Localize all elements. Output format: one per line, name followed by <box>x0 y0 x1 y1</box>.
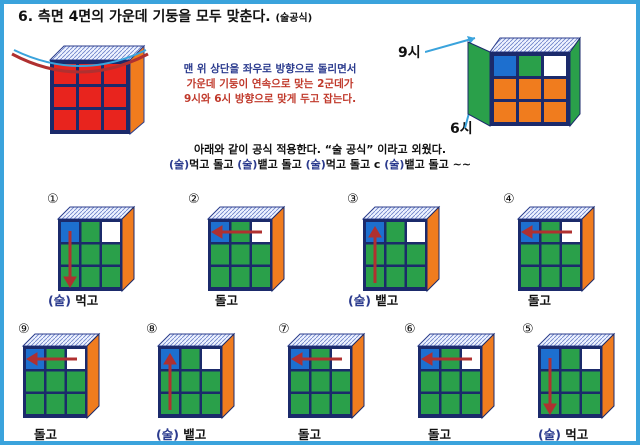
step-number-5: ⑨ <box>18 322 30 337</box>
description: 맨 위 상단을 좌우로 방향으로 돌리면서 가운데 기둥이 연속으로 맞는 2군… <box>150 62 390 107</box>
step-label-9: (술) 먹고 <box>538 424 588 443</box>
sul-icon: (술) <box>384 158 405 171</box>
step-action-text: 먹고 <box>565 427 589 442</box>
step-action-text: 뱉고 <box>375 293 399 308</box>
formula-text: 아래와 같이 공식 적용한다. “술 공식” 이라고 외웠다. (술)먹고 돌고… <box>60 142 580 172</box>
formula-line-1: 아래와 같이 공식 적용한다. “술 공식” 이라고 외웠다. <box>193 143 447 156</box>
intro-cube-red <box>11 44 149 136</box>
step-number-7: ⑦ <box>278 322 290 337</box>
step-cube-1 <box>56 205 136 293</box>
step-label-7: 돌고 <box>298 424 321 443</box>
intro-cube-oriented <box>467 36 581 128</box>
sul-icon: (술) <box>538 427 566 442</box>
step-action-text: 돌고 <box>428 427 452 442</box>
step-action-text: 돌고 <box>298 427 322 442</box>
step-cube-8 <box>416 332 496 420</box>
step-number-4: ④ <box>503 192 515 207</box>
step-number-9: ⑤ <box>522 322 534 337</box>
step-cube-6 <box>156 332 236 420</box>
step-cube-9 <box>536 332 616 420</box>
step-number-6: ⑧ <box>146 322 158 337</box>
step-number-1: ① <box>47 192 59 207</box>
sul-icon: (술) <box>48 293 76 308</box>
sul-icon: (술) <box>156 427 184 442</box>
step-action-text: 뱉고 <box>183 427 207 442</box>
six-oclock-label: 6시 <box>450 121 473 137</box>
title-subtitle: (술공식) <box>275 13 313 24</box>
step-action-text: 돌고 <box>528 293 552 308</box>
description-line-1: 맨 위 상단을 좌우로 방향으로 돌리면서 <box>183 63 357 75</box>
step-number-8: ⑥ <box>404 322 416 337</box>
step-label-5: 돌고 <box>34 424 57 443</box>
step-label-6: (술) 뱉고 <box>156 424 206 443</box>
description-line-3: 9시와 6시 방향으로 맞게 두고 잡는다. <box>183 93 357 105</box>
page-title: 6. 측면 4면의 가운데 기둥을 모두 맞춘다. (술공식) <box>18 9 313 25</box>
sul-icon: (술) <box>348 293 376 308</box>
step-cube-4 <box>516 205 596 293</box>
nine-oclock-label: 9시 <box>398 45 421 61</box>
step-label-2: 돌고 <box>215 290 238 309</box>
step-label-3: (술) 뱉고 <box>348 290 398 309</box>
step-number-3: ③ <box>347 192 359 207</box>
step-cube-7 <box>286 332 366 420</box>
sul-icon: (술) <box>305 158 326 171</box>
step-label-8: 돌고 <box>428 424 451 443</box>
step-cube-3 <box>361 205 441 293</box>
step-number-2: ② <box>188 192 200 207</box>
formula-line-2: (술)먹고 돌고 (술)뱉고 돌고 (술)먹고 돌고 c (술)뱉고 돌고 ~~ <box>168 158 472 171</box>
step-action-text: 먹고 <box>75 293 99 308</box>
step-label-1: (술) 먹고 <box>48 290 98 309</box>
step-label-4: 돌고 <box>528 290 551 309</box>
description-line-2: 가운데 기둥이 연속으로 맞는 2군데가 <box>186 78 354 90</box>
step-action-text: 돌고 <box>34 427 58 442</box>
step-cube-5 <box>21 332 101 420</box>
step-action-text: 돌고 <box>215 293 239 308</box>
sul-icon: (술) <box>168 158 190 171</box>
sul-icon: (술) <box>237 158 258 171</box>
step-cube-2 <box>206 205 286 293</box>
